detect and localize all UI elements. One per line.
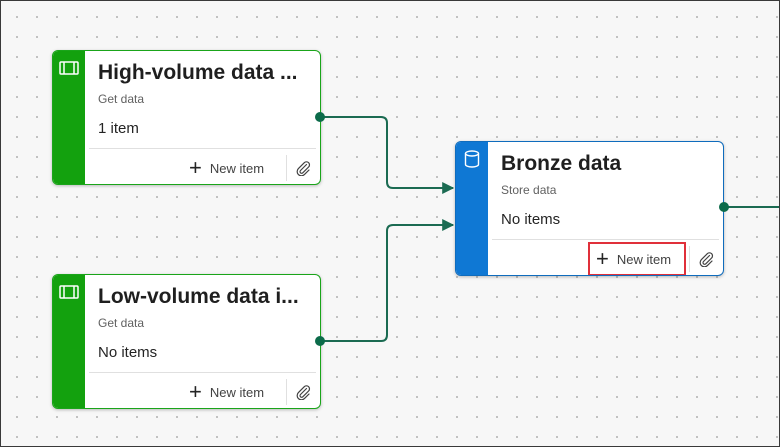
output-port[interactable] [315,112,325,122]
plus-icon: + [189,155,202,180]
plus-icon: + [189,379,202,404]
paperclip-icon [296,161,311,176]
pipeline-icon [59,59,79,77]
node-strip [53,51,85,184]
paperclip-icon [699,252,714,267]
node-title: Bronze data [501,152,622,175]
node-item-count: 1 item [98,120,139,137]
node-subtitle: Get data [98,92,145,106]
connector-low-to-bronze [320,219,455,342]
new-item-label: New item [209,160,265,176]
pipeline-icon [59,283,79,301]
node-title: High-volume data ... [98,61,298,84]
node-bronze-data[interactable]: Bronze data Store data No items + New it… [455,141,724,276]
node-high-volume-data[interactable]: High-volume data ... Get data 1 item + N… [52,50,321,185]
new-item-button[interactable]: + New item [588,242,686,275]
attach-button[interactable] [292,381,314,403]
divider [689,246,690,272]
attach-button[interactable] [292,157,314,179]
node-low-volume-data[interactable]: Low-volume data i... Get data No items +… [52,274,321,409]
node-strip [53,275,85,408]
attach-button[interactable] [695,248,717,270]
new-item-label: New item [209,384,265,400]
output-port[interactable] [719,202,729,212]
divider [286,379,287,405]
node-title: Low-volume data i... [98,285,299,308]
paperclip-icon [296,385,311,400]
node-subtitle: Store data [501,183,557,197]
divider [492,239,719,240]
new-item-button[interactable]: + New item [183,153,270,183]
divider [89,148,316,149]
new-item-button[interactable]: + New item [183,377,270,407]
output-port[interactable] [315,336,325,346]
divider [89,372,316,373]
plus-icon: + [596,246,609,271]
node-item-count: No items [501,211,561,228]
node-subtitle: Get data [98,316,145,330]
node-item-count: No items [98,344,158,361]
divider [286,155,287,181]
node-strip [456,142,488,275]
connector-high-to-bronze [320,116,455,194]
new-item-label: New item [616,251,672,267]
database-icon [462,150,482,168]
